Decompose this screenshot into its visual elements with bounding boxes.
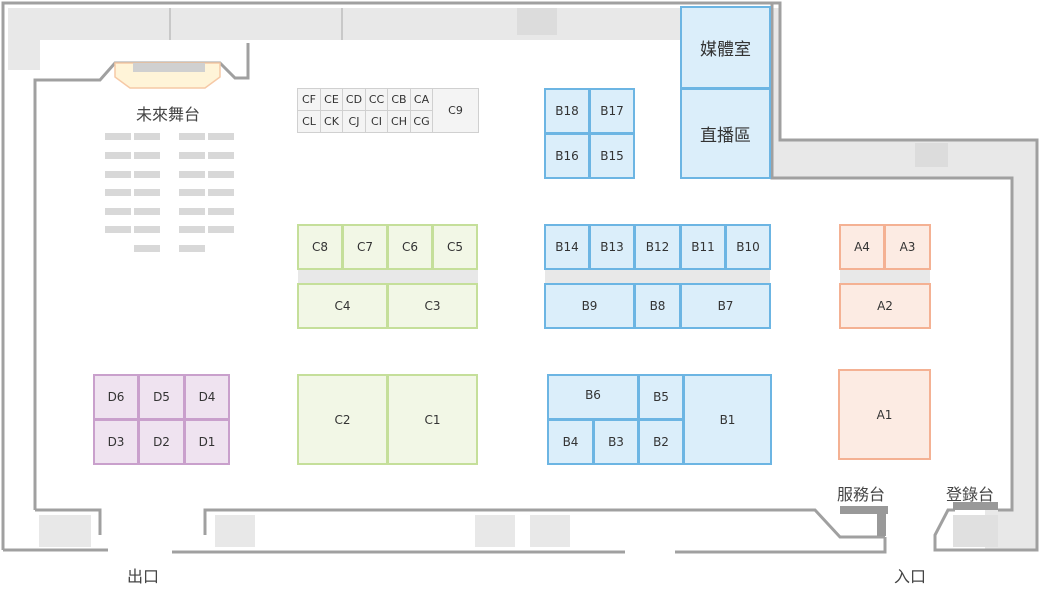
booth-CC[interactable]: CC [365,88,388,111]
booth-C6[interactable]: C6 [387,224,433,270]
booth-CF[interactable]: CF [297,88,321,111]
booth-B3[interactable]: B3 [593,419,639,465]
booth-CL[interactable]: CL [297,110,321,133]
aisle [545,270,770,283]
booth-D5[interactable]: D5 [138,374,185,420]
booth-C2[interactable]: C2 [297,374,388,465]
booth-B1[interactable]: B1 [683,374,772,465]
booth-D2[interactable]: D2 [138,419,185,465]
booth-B5[interactable]: B5 [638,374,684,420]
booth-B15[interactable]: B15 [589,133,635,179]
booth-B14[interactable]: B14 [544,224,590,270]
booth-B4[interactable]: B4 [547,419,594,465]
booth-A4[interactable]: A4 [839,224,885,270]
booth-CG[interactable]: CG [410,110,433,133]
booth-D4[interactable]: D4 [184,374,230,420]
booth-B16[interactable]: B16 [544,133,590,179]
booth-C5[interactable]: C5 [432,224,478,270]
booth-B9[interactable]: B9 [544,283,635,329]
booth-D3[interactable]: D3 [93,419,139,465]
exit-label: 出口 [126,567,160,586]
booth-CB[interactable]: CB [387,88,411,111]
booth-A3[interactable]: A3 [884,224,931,270]
booth-CA[interactable]: CA [410,88,433,111]
booth-A2[interactable]: A2 [839,283,931,329]
booth-D1[interactable]: D1 [184,419,230,465]
booth-C4[interactable]: C4 [297,283,388,329]
booth-C8[interactable]: C8 [297,224,343,270]
booth-CJ[interactable]: CJ [342,110,366,133]
booth-B18[interactable]: B18 [544,88,590,134]
booth-B8[interactable]: B8 [634,283,681,329]
service-desk-label: 服務台 [836,485,886,504]
booth-CE[interactable]: CE [320,88,343,111]
booth-C3[interactable]: C3 [387,283,478,329]
stage-label: 未來舞台 [135,105,201,124]
booth-B17[interactable]: B17 [589,88,635,134]
booth-B2[interactable]: B2 [638,419,684,465]
booth-C9[interactable]: C9 [432,88,479,133]
booth-CI[interactable]: CI [365,110,388,133]
booth-B7[interactable]: B7 [680,283,771,329]
booth-C1[interactable]: C1 [387,374,478,465]
registration-desk-label: 登錄台 [945,485,995,504]
booth-CD[interactable]: CD [342,88,366,111]
entrance-label: 入口 [893,567,927,586]
booth-B6[interactable]: B6 [547,374,639,420]
booth-CH[interactable]: CH [387,110,411,133]
booth-B12[interactable]: B12 [634,224,681,270]
booth-C7[interactable]: C7 [342,224,388,270]
booth-CK[interactable]: CK [320,110,343,133]
booth-B11[interactable]: B11 [680,224,726,270]
booth-D6[interactable]: D6 [93,374,139,420]
media-room[interactable]: 媒體室 [680,6,771,89]
live-area[interactable]: 直播區 [680,88,771,179]
booth-B10[interactable]: B10 [725,224,771,270]
booth-B13[interactable]: B13 [589,224,635,270]
booth-A1[interactable]: A1 [838,369,931,460]
aisle [840,270,930,283]
aisle [298,270,478,283]
